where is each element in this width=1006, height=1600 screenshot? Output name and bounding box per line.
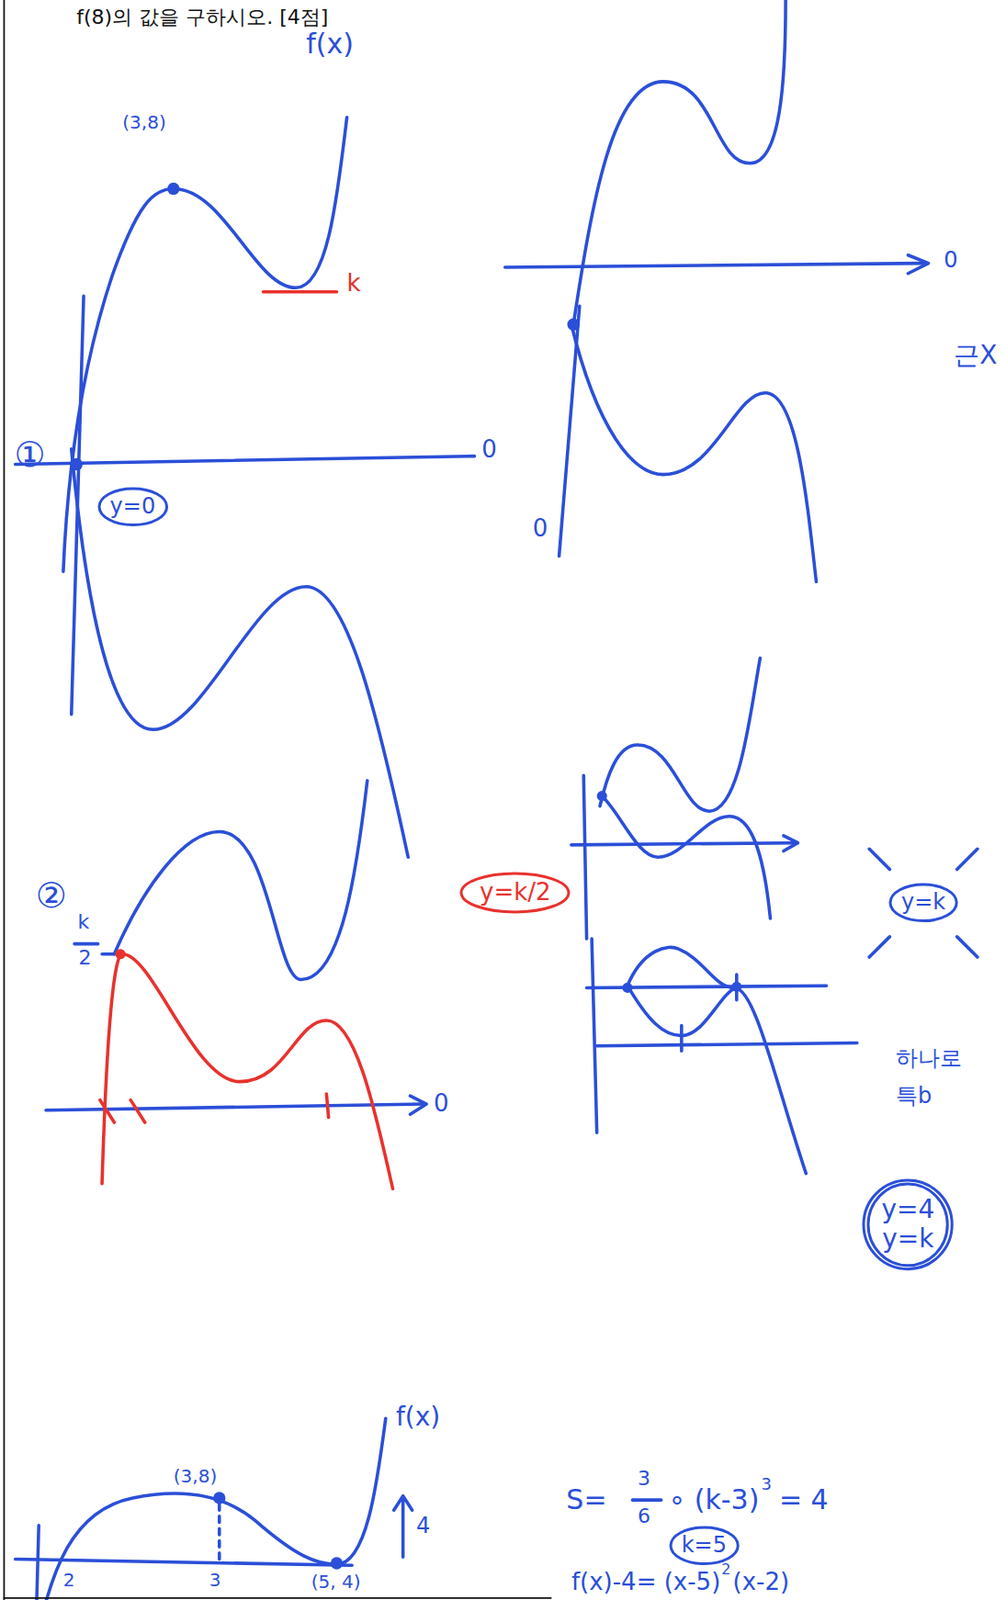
handwritten-label: (3,8) (173, 1466, 217, 1487)
handwritten-label: 하나로 (895, 1046, 962, 1071)
circled-note: y=4y=k (866, 1182, 950, 1268)
circled-note: k=5 (668, 1525, 740, 1567)
handwritten-label: (3,8) (122, 112, 166, 133)
note-text: y=k/2 (479, 879, 552, 907)
note-text: k=5 (681, 1533, 727, 1560)
handwritten-label: f(x) (305, 28, 354, 59)
circled-note: y=0 (97, 486, 170, 528)
handwritten-label: 6 (637, 1505, 651, 1528)
handwritten-label: ① (14, 436, 46, 475)
note-text: y=4 (881, 1195, 935, 1225)
handwritten-label: f(x) (395, 1403, 441, 1433)
circled-note: y=k/2 (459, 871, 571, 915)
handwritten-label: k (77, 911, 90, 934)
handwritten-label: (x-2) (733, 1569, 791, 1596)
handwritten-label: 특b (895, 1084, 932, 1108)
handwritten-label: 근X (953, 341, 997, 371)
circled-note: y=k (888, 882, 959, 924)
note-text: y=k (901, 890, 946, 916)
handwritten-label: = 4 (779, 1484, 829, 1515)
handwritten-label: 0 (481, 436, 498, 464)
handwritten-label: ∘ (k-3) (667, 1484, 759, 1515)
handwritten-label: f(x)-4= (x-5) (571, 1569, 721, 1596)
handwritten-label: 2 (721, 1561, 731, 1579)
handwritten-label: 2 (79, 947, 92, 970)
handwritten-label: 0 (943, 248, 958, 272)
handwritten-label: 0 (433, 1090, 450, 1118)
handwritten-label: 3 (760, 1475, 771, 1494)
handwritten-label: (5, 4) (311, 1571, 362, 1593)
handwritten-label: 0 (532, 515, 549, 543)
handwritten-label: 3 (209, 1570, 222, 1591)
handwritten-label: f(8)의 값을 구하시오. [4점] (76, 6, 328, 29)
handwritten-label: ② (35, 877, 68, 916)
handwritten-label: 2 (63, 1570, 76, 1591)
note-text: y=k (881, 1224, 935, 1255)
handwritten-label: k (347, 270, 362, 297)
handwritten-label: 3 (637, 1468, 651, 1491)
handwritten-label: S= (565, 1484, 607, 1515)
handwritten-label: 4 (416, 1514, 430, 1538)
note-text: y=0 (110, 494, 157, 520)
